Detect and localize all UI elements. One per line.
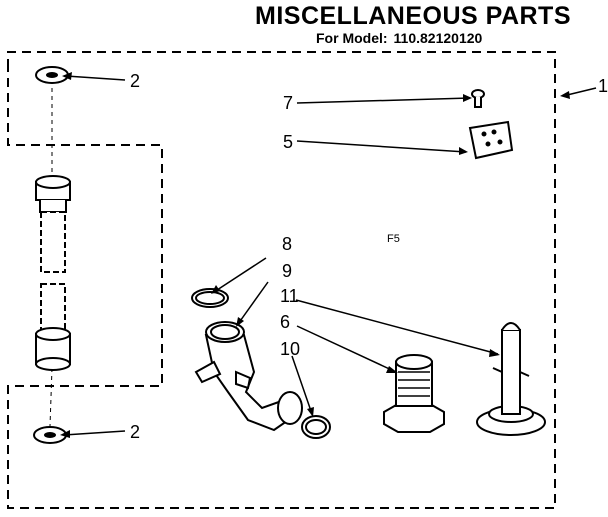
figure-code: F5 <box>387 233 400 245</box>
center-axis-bottom <box>49 367 53 427</box>
callout-clamp: 10 <box>280 339 300 359</box>
ring-part <box>191 288 229 308</box>
page-title: MISCELLANEOUS PARTS <box>255 2 571 30</box>
shaft-part <box>35 175 71 371</box>
callout-ring: 8 <box>282 234 292 254</box>
leader-lines <box>63 75 597 436</box>
callout-clip: 5 <box>283 132 293 152</box>
elbow-hose-part <box>194 321 303 432</box>
model-line: For Model: 110.82120120 <box>316 30 482 46</box>
callout-elbow: 9 <box>282 261 292 281</box>
callout-pin: 11 <box>280 286 299 306</box>
leader-arrowheads <box>60 72 570 438</box>
model-label: For Model: <box>316 30 388 46</box>
assembly-boundary <box>7 51 556 509</box>
callout-screw: 7 <box>283 93 293 113</box>
callout-washer-top: 2 <box>130 71 140 91</box>
callout-washer-bottom: 2 <box>130 422 140 442</box>
model-number: 110.82120120 <box>393 30 483 46</box>
callout-assembly: 1 <box>598 76 608 96</box>
clamp-part <box>301 415 331 439</box>
pin-part <box>476 322 546 436</box>
foot-part <box>383 354 445 433</box>
screw-part <box>471 89 485 108</box>
callout-foot: 6 <box>280 312 290 332</box>
clip-part <box>468 120 514 160</box>
washer-top-part <box>35 66 69 84</box>
